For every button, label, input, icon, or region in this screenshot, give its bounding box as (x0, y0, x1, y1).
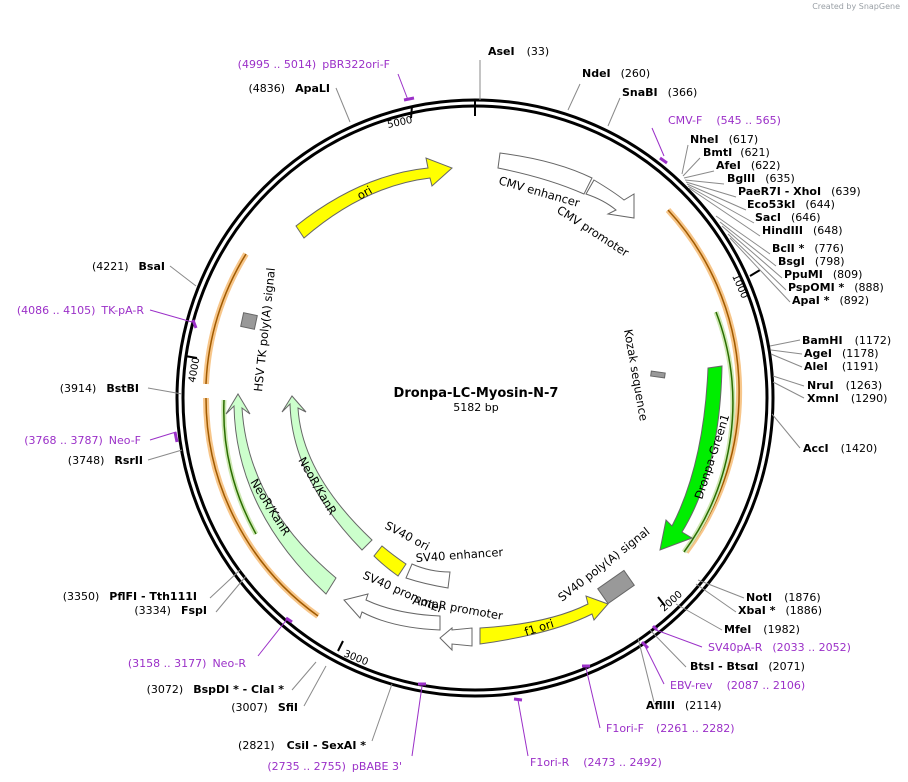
primer-label: (4086 .. 4105)TK-pA-R (17, 304, 145, 317)
primer-label: CMV-F(545 .. 565) (668, 114, 781, 127)
enzyme-leaders (147, 60, 805, 742)
enzyme-label: ApaI *(892) (792, 294, 869, 307)
primer-labels: (4995 .. 5014)pBR322ori-F CMV-F(545 .. 5… (17, 58, 851, 773)
enzyme-label: (3334)FspI (134, 604, 207, 617)
enzyme-label: (3072)BspDI * - ClaI * (147, 683, 285, 696)
primer-label: (3768 .. 3787)Neo-F (24, 434, 141, 447)
primer-arcs (203, 207, 743, 619)
primer-arc-left-bottom-line (205, 397, 319, 617)
feature-sv40-ori (373, 545, 407, 577)
primer-arc-inner-right-line (683, 311, 734, 553)
enzyme-label: NheI(617) (690, 133, 758, 146)
enzyme-label: AseI(33) (488, 45, 549, 58)
enzyme-label: (3914)BstBI (60, 382, 139, 395)
feature-hsv-tk-polya (240, 312, 258, 330)
enzyme-label: XmnI(1290) (807, 392, 887, 405)
enzyme-label: AflIII(2114) (646, 699, 722, 712)
enzyme-label: SacI(646) (755, 211, 821, 224)
feature-f1ori (479, 595, 609, 645)
feature-cmv-enhancer (497, 152, 593, 195)
feature-label-hsv-tk: HSV TK poly(A) signal (251, 267, 278, 392)
enzyme-label: (4836)ApaLI (249, 82, 331, 95)
enzyme-label: (3748)RsrII (68, 454, 143, 467)
enzyme-label: (4221)BsaI (92, 260, 165, 273)
enzyme-label: BsgI(798) (778, 255, 845, 268)
feature-sv40-promoter (343, 593, 441, 631)
feature-label-ori: ori (355, 183, 375, 203)
primer-label: EBV-rev(2087 .. 2106) (670, 679, 805, 692)
primer-label: F1ori-F(2261 .. 2282) (606, 722, 735, 735)
enzyme-label: NruI(1263) (807, 379, 882, 392)
enzyme-label: (2821)CsiI - SexAI * (238, 739, 366, 752)
enzyme-label: NdeI(260) (582, 67, 650, 80)
enzyme-label: (3007)SfiI (231, 701, 298, 714)
enzyme-label: BglII(635) (727, 172, 795, 185)
enzyme-label: XbaI *(1886) (738, 604, 822, 617)
enzyme-label: NotI(1876) (746, 591, 821, 604)
enzyme-label: (3350)PflFI - Tth111I (63, 590, 197, 603)
enzyme-label: AfeI(622) (716, 159, 780, 172)
primer-arc-inner-left-line (223, 399, 257, 535)
enzyme-label: BamHI(1172) (802, 334, 891, 347)
feature-neor-outer (225, 393, 337, 595)
feature-neor-inner (281, 395, 373, 551)
plasmid-name: Dronpa-LC-Myosin-N-7 (394, 386, 559, 401)
feature-label-neor-inner: NeoR/KanR (295, 455, 339, 518)
plasmid-size: 5182 bp (453, 401, 498, 414)
enzyme-label: AgeI(1178) (804, 347, 879, 360)
primer-label: (4995 .. 5014)pBR322ori-F (238, 58, 390, 71)
enzyme-label: AccI(1420) (803, 442, 877, 455)
tick-label: 5000 (386, 115, 413, 131)
primer-label: (3158 .. 3177)Neo-R (128, 657, 246, 670)
feature-sv40-polya (597, 569, 635, 605)
feature-label-sv40-enhancer: SV40 enhancer (415, 545, 504, 565)
enzyme-label: PspOMI *(888) (788, 281, 884, 294)
enzyme-labels: AseI(33) NdeI(260) SnaBI(366) NheI(617) … (60, 45, 891, 752)
primer-label: F1ori-R(2473 .. 2492) (530, 756, 662, 769)
snapgene-credit: Created by SnapGene (812, 2, 900, 11)
feature-label-sv40-ori: SV40 ori (383, 518, 432, 553)
enzyme-label: BtsI - BtsαI(2071) (690, 660, 805, 673)
enzyme-label: MfeI(1982) (724, 623, 800, 636)
feature-cmv-promoter (585, 179, 635, 219)
enzyme-label: AleI(1191) (804, 360, 878, 373)
tick-label: 2000 (659, 589, 685, 614)
feature-kozak (650, 370, 666, 379)
enzyme-label: BclI *(776) (772, 242, 844, 255)
primer-arc-left-top-line (205, 253, 247, 385)
primer-leaders (149, 73, 703, 757)
features (225, 152, 723, 652)
enzyme-label: SnaBI(366) (622, 86, 697, 99)
feature-label-kozak: Kozak sequence (621, 328, 651, 422)
feature-ori (295, 157, 453, 239)
feature-sv40-enhancer (405, 563, 451, 589)
enzyme-label: HindIII(648) (762, 224, 843, 237)
enzyme-label: BmtI(621) (703, 146, 770, 159)
primer-label: (2735 .. 2755)pBABE 3' (267, 760, 402, 773)
enzyme-label: PpuMI(809) (784, 268, 862, 281)
feature-label-f1ori: f1 ori (523, 616, 556, 639)
tick-label: 4000 (187, 357, 202, 384)
enzyme-label: Eco53kI(644) (747, 198, 835, 211)
feature-ampr-promoter (439, 626, 473, 652)
feature-dronpa-green1 (659, 365, 723, 551)
primer-label: SV40pA-R(2033 .. 2052) (708, 641, 851, 654)
enzyme-label: PaeR7I - XhoI(639) (738, 185, 861, 198)
